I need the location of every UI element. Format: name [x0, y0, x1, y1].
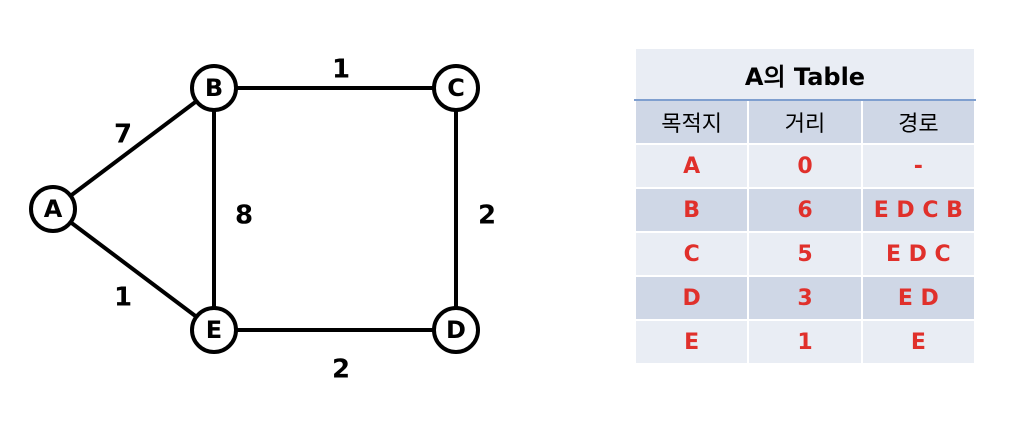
header-destination: 목적지 [633, 99, 750, 145]
node-label-e: E [206, 316, 222, 344]
edge-weight-b-c: 1 [332, 55, 350, 85]
cell-distance: 6 [747, 187, 863, 233]
graph-diagram: 7 1 1 8 2 2 A B C D E [29, 55, 496, 385]
table-row: D 3 E D [633, 275, 977, 321]
edge-weight-e-d: 2 [332, 355, 350, 385]
header-distance: 거리 [747, 99, 863, 145]
edge-a-e [51, 207, 216, 332]
cell-path: E D C [860, 231, 977, 277]
cell-distance: 3 [747, 275, 863, 321]
node-label-c: C [447, 74, 465, 102]
cell-distance: 5 [747, 231, 863, 277]
node-c [432, 64, 480, 112]
node-b [190, 64, 238, 112]
node-a [29, 185, 77, 233]
cell-path: E [860, 319, 977, 365]
node-d [432, 306, 480, 354]
table-row: A 0 - [633, 143, 977, 189]
cell-destination: E [633, 319, 750, 365]
node-label-d: D [446, 316, 466, 344]
cell-destination: A [633, 143, 750, 189]
table-row: C 5 E D C [633, 231, 977, 277]
cell-path: - [860, 143, 977, 189]
table-header-row: 목적지 거리 경로 [633, 99, 977, 145]
edge-weight-a-e: 1 [114, 283, 132, 313]
cell-path: E D C B [860, 187, 977, 233]
cell-path: E D [860, 275, 977, 321]
routing-table: A의 Table 목적지 거리 경로 A 0 - B 6 E D C B C 5… [633, 47, 977, 365]
node-label-b: B [205, 74, 223, 102]
table-row: B 6 E D C B [633, 187, 977, 233]
cell-distance: 0 [747, 143, 863, 189]
header-path: 경로 [860, 99, 977, 145]
edge-weight-a-b: 7 [114, 120, 132, 150]
edge-weight-b-e: 8 [235, 201, 253, 231]
cell-distance: 1 [747, 319, 863, 365]
edge-weight-c-d: 2 [478, 201, 496, 231]
cell-destination: C [633, 231, 750, 277]
cell-destination: D [633, 275, 750, 321]
node-label-a: A [44, 195, 63, 223]
cell-destination: B [633, 187, 750, 233]
node-e [190, 306, 238, 354]
table-title: A의 Table [634, 47, 976, 101]
edge-a-b [51, 86, 216, 211]
table-row: E 1 E [633, 319, 977, 365]
